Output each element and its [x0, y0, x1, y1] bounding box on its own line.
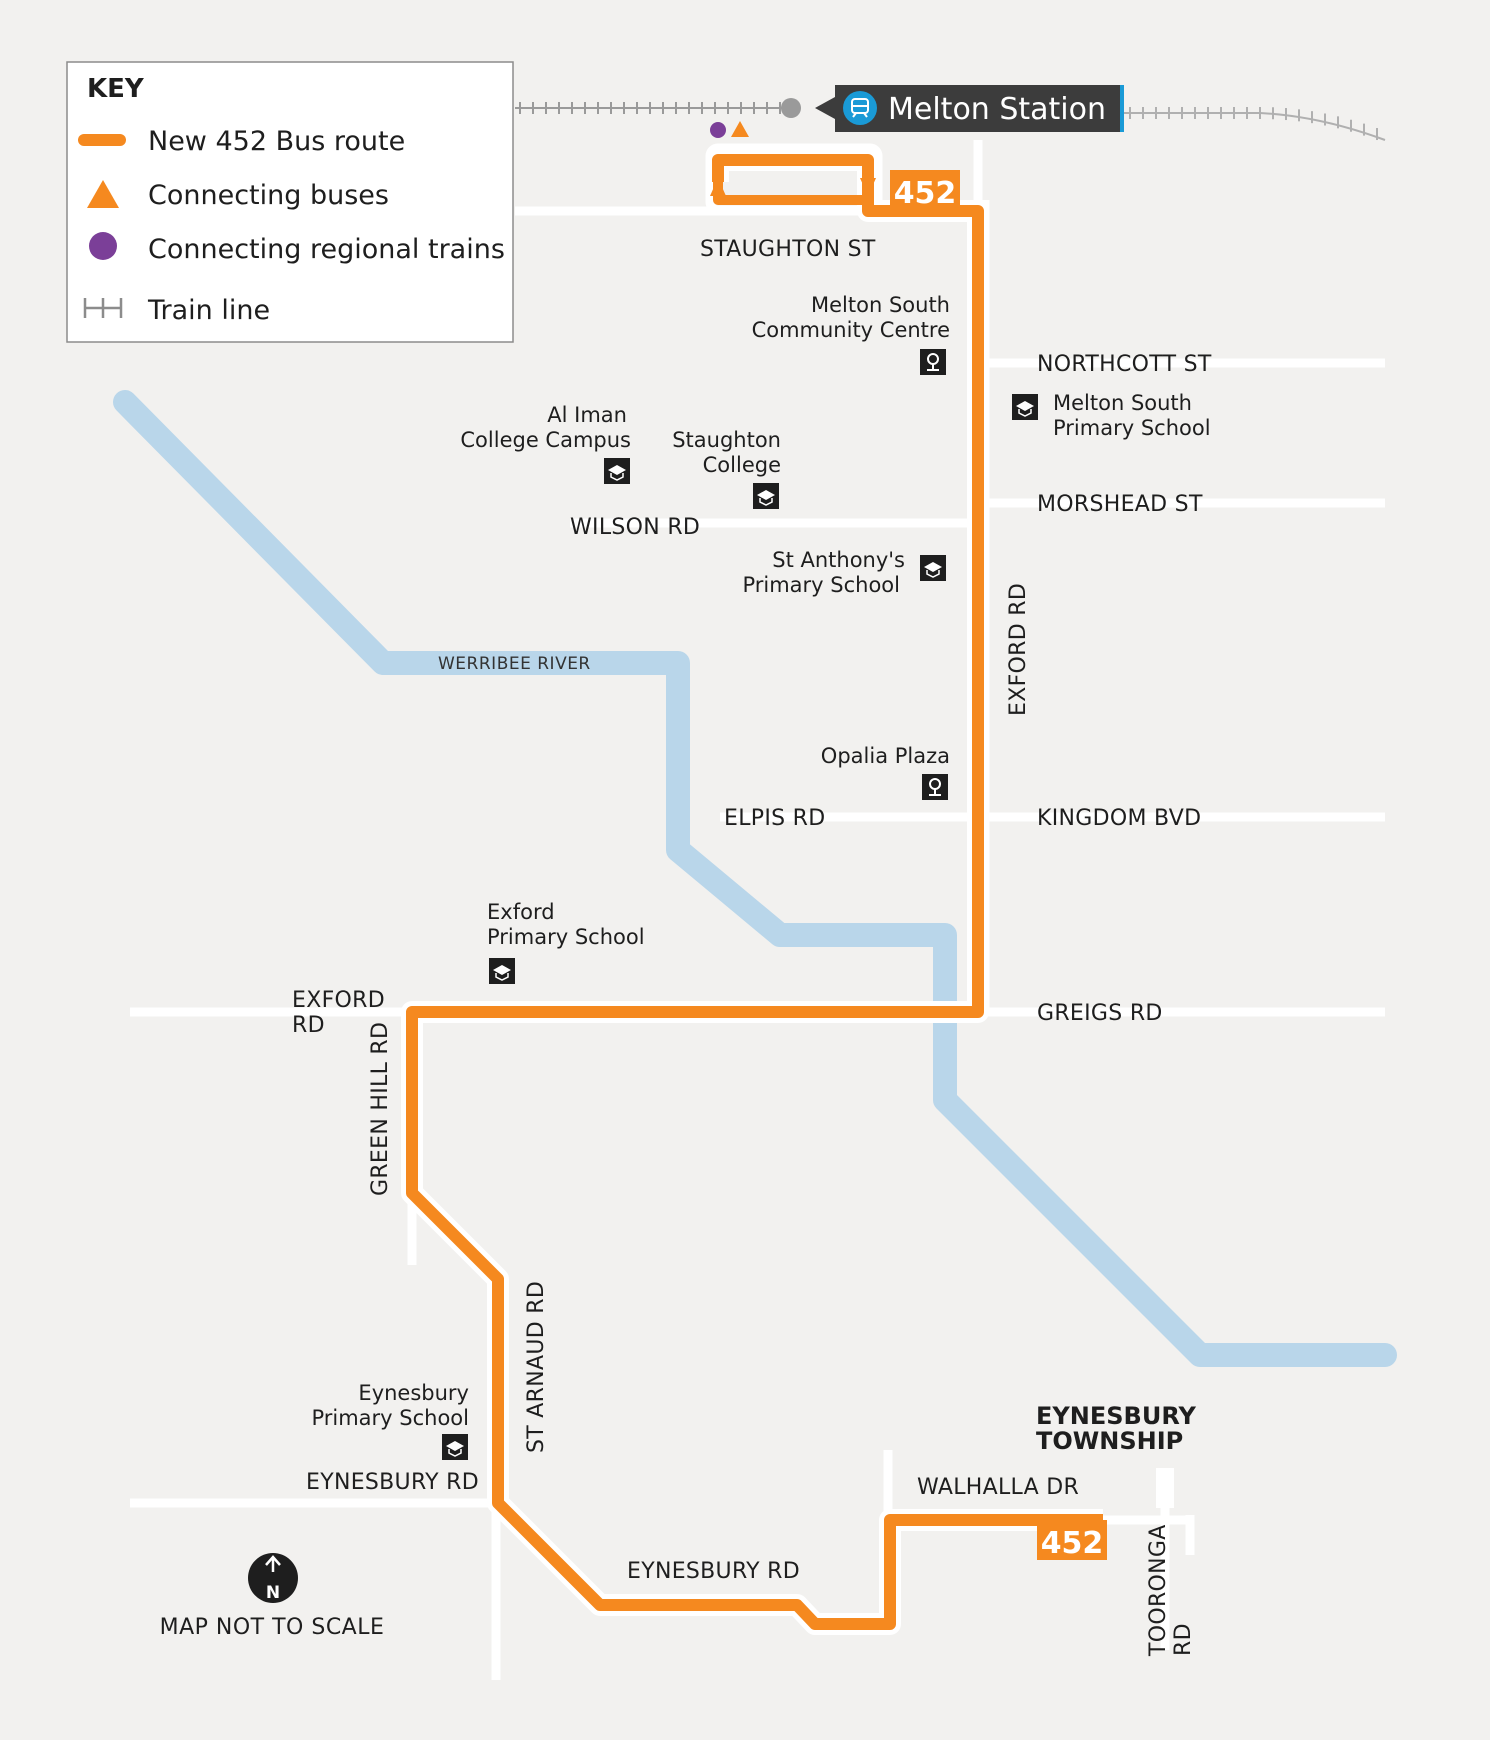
eynesbury-township-label-1: EYNESBURY	[1036, 1402, 1196, 1430]
st-anthony-label-2: Primary School	[742, 573, 900, 597]
street-exford-west: EXFORD	[292, 988, 385, 1013]
svg-text:452: 452	[1041, 1526, 1104, 1561]
train-station-icon	[843, 91, 877, 125]
school-icon	[489, 958, 515, 984]
route-badge-south: 452	[1037, 1520, 1107, 1561]
key-title: KEY	[87, 74, 145, 104]
werribee-river	[113, 390, 1397, 1367]
north-arrow-icon: N	[248, 1553, 298, 1603]
shopping-centre-icon	[922, 774, 948, 800]
river-label: WERRIBEE RIVER	[438, 654, 591, 674]
map-scale-note: MAP NOT TO SCALE	[160, 1615, 385, 1640]
eynesbury-township-label-2: TOWNSHIP	[1036, 1427, 1183, 1455]
school-icon	[920, 555, 946, 581]
eynesbury-ps-label-2: Primary School	[311, 1406, 469, 1430]
street-tooronga: TOORONGA	[1146, 1524, 1171, 1657]
school-icon	[1012, 394, 1038, 420]
map-key: KEY New 452 Bus route Connecting buses C…	[66, 61, 514, 343]
key-item-route: New 452 Bus route	[148, 126, 405, 157]
eynesbury-ps-label-1: Eynesbury	[358, 1381, 469, 1405]
street-st-arnaud: ST ARNAUD RD	[524, 1281, 549, 1453]
key-item-regional-trains: Connecting regional trains	[148, 234, 505, 265]
street-green-hill: GREEN HILL RD	[368, 1022, 393, 1196]
street-exford-west-rd: RD	[292, 1013, 325, 1038]
melton-station-label: Melton Station	[815, 85, 1124, 132]
key-train-line-icon	[83, 298, 123, 318]
street-walhalla: WALHALLA DR	[917, 1475, 1079, 1500]
st-anthony-label-1: St Anthony's	[772, 548, 905, 572]
school-icon	[753, 483, 779, 509]
street-wilson: WILSON RD	[570, 515, 700, 540]
community-centre-icon	[920, 349, 946, 375]
street-tooronga-rd: RD	[1171, 1623, 1196, 1656]
key-bus-triangle-icon	[87, 180, 119, 208]
staughton-college-label-2: College	[703, 453, 781, 477]
al-iman-label-1: Al Iman	[547, 403, 627, 427]
train-line	[515, 98, 1386, 141]
melton-south-ps-label-1: Melton South	[1053, 391, 1192, 415]
regional-train-marker	[710, 122, 726, 138]
street-greigs: GREIGS RD	[1037, 1001, 1163, 1026]
bus-route-452	[401, 149, 1103, 1635]
street-kingdom: KINGDOM BVD	[1037, 806, 1201, 831]
staughton-college-label-1: Staughton	[672, 428, 781, 452]
melton-south-ps-label-2: Primary School	[1053, 416, 1211, 440]
street-eynesbury-west: EYNESBURY RD	[306, 1470, 479, 1495]
street-eynesbury-south: EYNESBURY RD	[627, 1559, 800, 1584]
school-icon	[604, 458, 630, 484]
exford-ps-label-1: Exford	[487, 900, 555, 924]
svg-text:452: 452	[894, 176, 957, 211]
school-icon	[442, 1434, 468, 1460]
svg-text:N: N	[266, 1583, 280, 1603]
exford-ps-label-2: Primary School	[487, 925, 645, 949]
key-item-buses: Connecting buses	[148, 180, 389, 211]
route-badge-north: 452	[890, 170, 960, 211]
street-staughton: STAUGHTON ST	[700, 237, 876, 262]
opalia-plaza-label: Opalia Plaza	[821, 744, 950, 768]
street-northcott: NORTHCOTT ST	[1037, 352, 1212, 377]
melton-south-cc-label-2: Community Centre	[752, 318, 950, 342]
al-iman-label-2: College Campus	[460, 428, 631, 452]
street-exford-vertical: EXFORD RD	[1006, 583, 1031, 716]
connecting-bus-marker	[731, 121, 749, 137]
street-morshead: MORSHEAD ST	[1037, 492, 1203, 517]
melton-south-cc-label-1: Melton South	[811, 293, 950, 317]
street-elpis: ELPIS RD	[724, 806, 826, 831]
key-regional-train-icon	[89, 232, 117, 260]
svg-text:Melton Station: Melton Station	[888, 92, 1106, 127]
key-item-train-line: Train line	[147, 295, 270, 326]
